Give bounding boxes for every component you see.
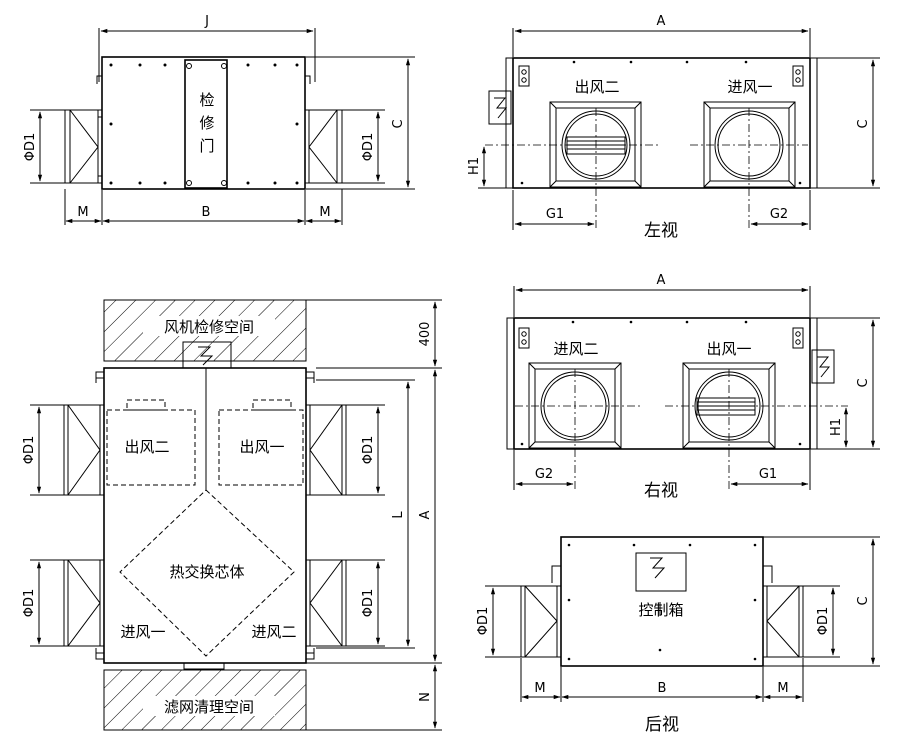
left-dim-c-label: C: [856, 119, 871, 128]
top-view: J M B M C ΦD1 ΦD1 检 修 门: [23, 14, 415, 225]
electric-box-right: [811, 349, 835, 384]
right-dim-g2-label: G2: [535, 467, 553, 482]
door-label-1: 检: [199, 91, 214, 109]
heat-exchange-core: [119, 489, 295, 657]
right-port-inlet-label: 进风二: [553, 340, 598, 358]
dim-m-right-label: M: [319, 205, 330, 220]
plan-dim-400: 400: [418, 322, 433, 347]
fan-service-space-label: 风机检修空间: [164, 318, 254, 336]
left-port-inlet-label: 进风一: [727, 78, 772, 96]
plan-dim-d1-lr: ΦD1: [361, 589, 376, 618]
plan-dim-d1-ur: ΦD1: [361, 436, 376, 465]
right-port-outlet-label: 出风一: [706, 340, 751, 358]
control-box-label: 控制箱: [638, 601, 683, 619]
rear-dim-m-left: M: [534, 681, 545, 696]
plan-inlet2-label: 进风二: [251, 623, 296, 641]
dim-d1-right-label: ΦD1: [361, 133, 376, 162]
plan-dim-n: N: [418, 692, 433, 702]
left-dim-g2-label: G2: [770, 207, 788, 222]
plan-dim-l: L: [391, 511, 406, 519]
rear-dim-d1-left: ΦD1: [476, 607, 491, 636]
dim-j-label: J: [204, 14, 209, 29]
plan-dim-d1-ll: ΦD1: [22, 589, 37, 618]
left-view: A C H1 G1 G2 出风二 进风一 左视: [467, 14, 880, 241]
right-dim-c-label: C: [856, 378, 871, 387]
right-dim-g1-label: G1: [759, 467, 777, 482]
plan-body: [103, 367, 307, 664]
left-view-caption: 左视: [644, 221, 678, 241]
plan-outlet1-label: 出风一: [239, 438, 284, 456]
left-port-outlet-label: 出风二: [574, 78, 619, 96]
filter-clean-space-label: 滤网清理空间: [164, 698, 254, 716]
plan-view: 风机检修空间 滤网清理空间: [22, 299, 442, 731]
electric-warning-icon: [494, 97, 508, 119]
door-label-2: 修: [199, 114, 214, 132]
rear-dim-m-right: M: [777, 681, 788, 696]
plan-dim-d1-ul: ΦD1: [22, 436, 37, 465]
rear-dim-b: B: [658, 681, 667, 696]
right-body: [513, 317, 811, 450]
rear-view-caption: 后视: [645, 715, 679, 735]
left-dim-a-label: A: [657, 14, 666, 29]
left-dim-g1-label: G1: [546, 207, 564, 222]
control-box: [635, 552, 687, 592]
rear-dim-d1-right: ΦD1: [816, 607, 831, 636]
dim-c-label: C: [391, 119, 406, 128]
right-dim-a-label: A: [657, 273, 666, 288]
electric-warning-icon: [650, 557, 666, 579]
door-label-3: 门: [199, 137, 214, 155]
plan-core-label: 热交换芯体: [169, 563, 244, 581]
rear-dim-c-label: C: [856, 596, 871, 605]
right-view-caption: 右视: [644, 481, 678, 501]
left-dim-h1-label: H1: [467, 157, 482, 175]
dim-d1-left-label: ΦD1: [23, 133, 38, 162]
right-view: A C H1 G2 G1 进风二 出风一 右视: [506, 273, 880, 501]
plan-dim-a: A: [418, 510, 433, 519]
plan-inlet1-label: 进风一: [120, 623, 165, 641]
dim-m-left-label: M: [77, 205, 88, 220]
electric-box-left: [488, 90, 512, 125]
right-dim-h1-label: H1: [829, 418, 844, 436]
dim-b-label: B: [202, 205, 211, 220]
rear-view: 控制箱 ΦD1 ΦD1 C M B M 后视: [476, 536, 880, 735]
plan-outlet2-label: 出风二: [124, 438, 169, 456]
inspection-door: [184, 59, 228, 189]
